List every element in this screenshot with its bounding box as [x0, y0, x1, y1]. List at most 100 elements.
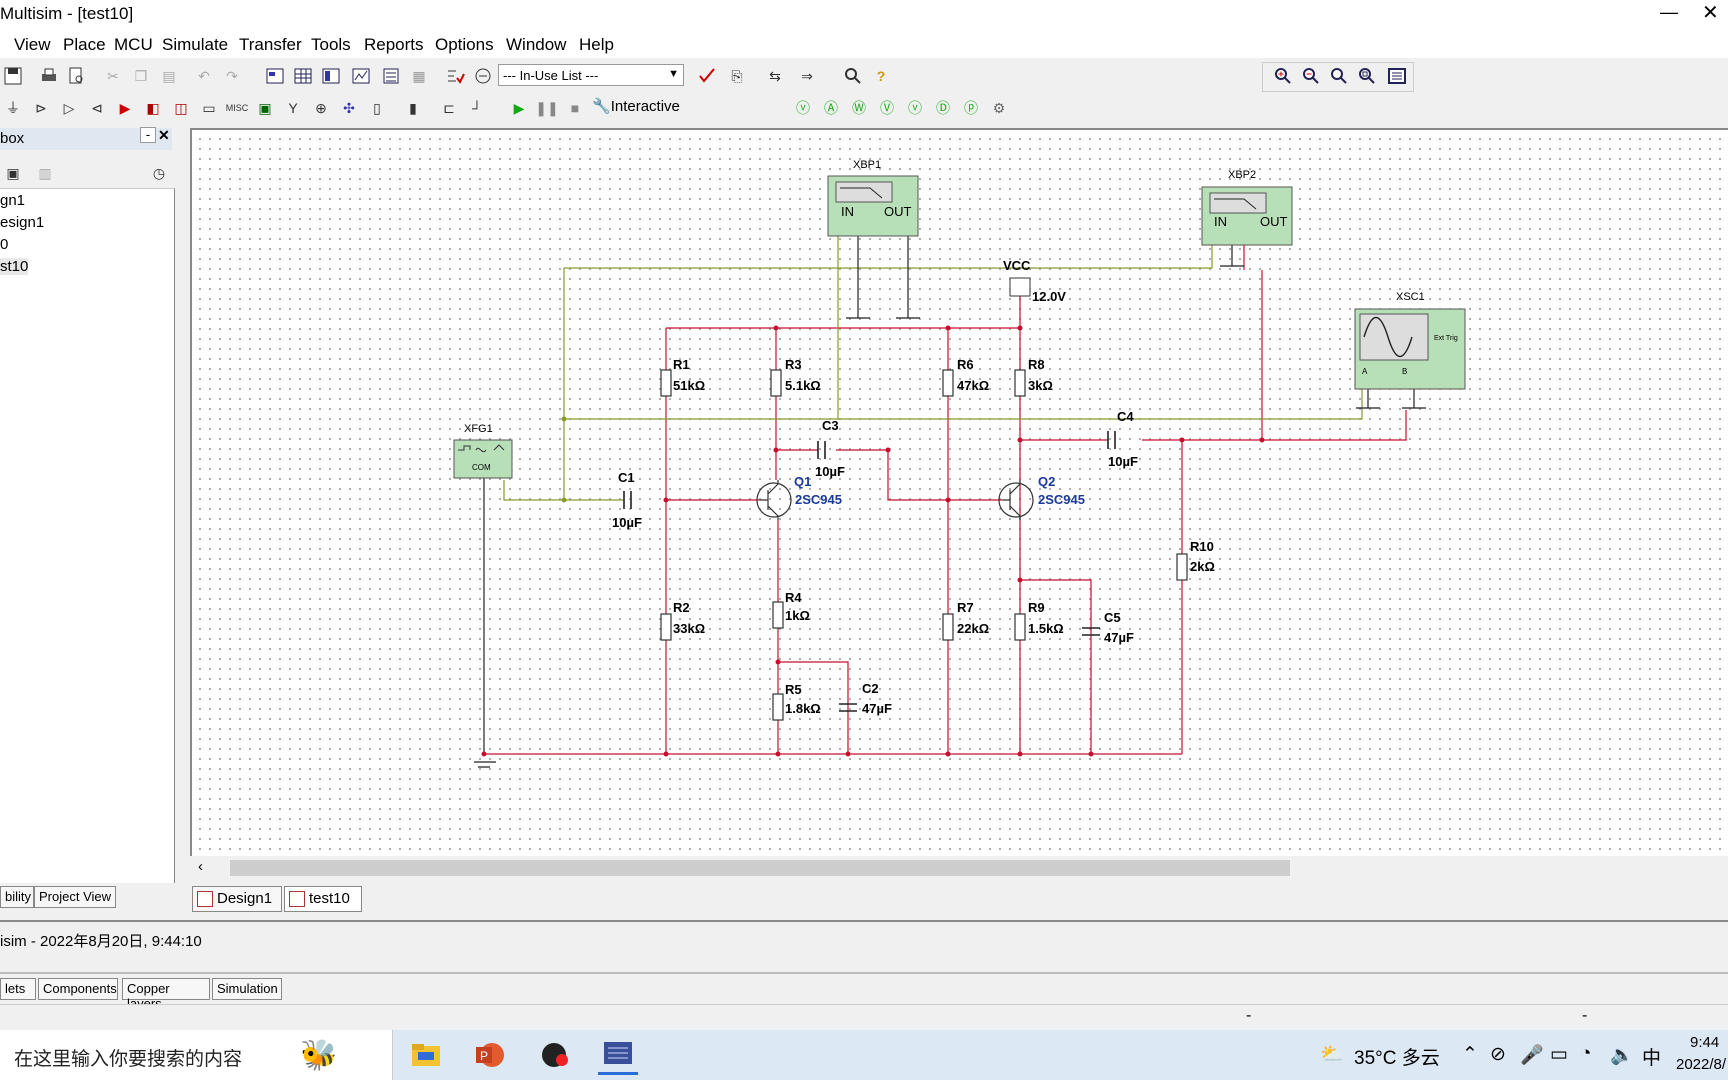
probe-diff-icon[interactable]: Ⓥ [880, 100, 894, 116]
postprocessor-icon[interactable] [380, 65, 402, 87]
probe-current-icon[interactable]: Ⓐ [824, 100, 838, 116]
in-use-list-dropdown[interactable]: --- In-Use List ---▼ [498, 64, 684, 86]
find-icon[interactable] [842, 65, 864, 87]
undo-icon[interactable]: ↶ [198, 67, 210, 84]
transfer-icon[interactable]: ⇒ [801, 67, 813, 84]
clock-time[interactable]: 9:44 [1690, 1034, 1720, 1051]
electrical-rules-icon[interactable] [444, 65, 466, 87]
indicator-icon[interactable]: ▣ [258, 99, 272, 116]
tab-project-view[interactable]: Project View [34, 886, 116, 908]
menu-place[interactable]: Place [63, 35, 106, 54]
tab-test10[interactable]: test10 [284, 886, 362, 912]
menu-file[interactable]: : [0, 35, 1, 55]
hierarchy-icon[interactable]: ◷ [152, 164, 166, 181]
probe-power-icon[interactable]: Ⓦ [852, 100, 866, 116]
rf-icon[interactable]: ⊕ [315, 99, 327, 116]
annotation-icon[interactable] [472, 65, 494, 87]
xbp1-instrument[interactable] [827, 175, 919, 237]
cmos-icon[interactable]: ◫ [174, 99, 188, 116]
transistor-icon[interactable]: ⊲ [91, 99, 103, 116]
basic-icon[interactable]: ⊳ [35, 99, 47, 116]
save-icon[interactable] [2, 65, 24, 87]
probe-voltage-icon[interactable]: ⓥ [796, 100, 810, 116]
schematic-canvas[interactable] [190, 128, 1728, 858]
menu-help[interactable]: Help [579, 35, 614, 54]
new-folder-icon[interactable]: ▣ [6, 164, 20, 181]
tab-nets[interactable]: lets [0, 978, 36, 1000]
zoom-out-icon[interactable] [1300, 65, 1322, 87]
close-button[interactable]: ✕ [1702, 2, 1719, 24]
delete-item-icon[interactable]: ▥ [38, 164, 52, 181]
menu-options[interactable]: Options [435, 35, 494, 54]
breadboard-icon[interactable]: ▦ [412, 67, 426, 84]
mcu-icon[interactable]: ▯ [373, 99, 381, 116]
tree-item-test10[interactable]: st10 [0, 258, 29, 275]
hierarchical-block-icon[interactable]: ⊏ [443, 99, 455, 116]
tab-visibility[interactable]: bility [0, 886, 34, 908]
gear-icon[interactable]: ⚙ [992, 99, 1006, 116]
help-icon[interactable]: ? [876, 68, 886, 84]
zoom-area-icon[interactable] [1328, 65, 1350, 87]
back-annotate-icon[interactable]: ⎘ [731, 67, 743, 84]
media-app-icon[interactable] [538, 1040, 574, 1070]
tab-simulation[interactable]: Simulation [212, 978, 282, 1000]
analog-icon[interactable]: ▶ [119, 99, 131, 116]
xsc1-instrument[interactable] [1354, 308, 1466, 390]
battery-icon[interactable]: ▭ [1550, 1044, 1568, 1065]
tab-components[interactable]: Components [38, 978, 118, 1000]
xbp2-instrument[interactable] [1201, 186, 1293, 246]
weather-text[interactable]: 35°C 多云 [1354, 1048, 1440, 1069]
pin-icon[interactable]: - [140, 127, 156, 143]
xfg1-instrument[interactable] [453, 439, 513, 479]
grapher-icon[interactable] [350, 65, 372, 87]
minimize-button[interactable]: — [1660, 2, 1678, 22]
interactive-mode-button[interactable]: 🔧Interactive [592, 97, 680, 115]
wifi-icon[interactable]: ◔ [1580, 1043, 1592, 1064]
taskbar-search[interactable]: 在这里输入你要搜索的内容 🐝 [0, 1030, 393, 1080]
probe-settings-icon[interactable]: ⓟ [964, 100, 978, 116]
spreadsheet-icon[interactable] [292, 65, 314, 87]
print-icon[interactable] [38, 65, 60, 87]
powerpoint-icon[interactable]: P [472, 1040, 508, 1070]
tab-copper-layers[interactable]: Copper layers [122, 978, 210, 1011]
splitter[interactable] [0, 972, 1728, 974]
zoom-fit-icon[interactable] [1356, 65, 1378, 87]
power-icon[interactable]: Y [288, 100, 298, 116]
ime-indicator[interactable]: 中 [1642, 1048, 1662, 1069]
menu-mcu[interactable]: MCU [114, 35, 153, 54]
show-hidden-icons-icon[interactable]: ⌃ [1462, 1044, 1478, 1065]
scrollbar-thumb[interactable] [230, 860, 1290, 876]
splitter[interactable] [0, 920, 1728, 922]
place-bus-icon[interactable]: ▮ [409, 99, 417, 116]
menu-simulate[interactable]: Simulate [162, 35, 229, 54]
menu-transfer[interactable]: Transfer [239, 35, 302, 54]
scroll-left-icon[interactable]: ‹ [198, 858, 203, 875]
tab-design1[interactable]: Design1 [192, 886, 282, 912]
erc-check-icon[interactable] [696, 65, 718, 87]
tree-item-0[interactable]: 0 [0, 236, 9, 253]
mixed-icon[interactable]: ▭ [202, 99, 216, 116]
clock-date[interactable]: 2022/8/ [1676, 1056, 1727, 1073]
print-preview-icon[interactable] [65, 65, 87, 87]
paste-icon[interactable]: ▤ [162, 67, 176, 84]
security-icon[interactable]: ⊘ [1490, 1044, 1506, 1065]
place-connector-icon[interactable]: ┘ [472, 100, 482, 116]
microphone-icon[interactable]: 🎤 [1520, 1045, 1544, 1066]
menu-window[interactable]: Window [506, 35, 567, 54]
ttl-icon[interactable]: ◧ [146, 99, 160, 116]
diode-icon[interactable]: ▷ [63, 99, 75, 116]
cut-icon[interactable]: ✂ [107, 67, 119, 84]
menu-reports[interactable]: Reports [364, 35, 424, 54]
probe-digital-icon[interactable]: Ⓓ [936, 100, 950, 116]
misc-icon[interactable]: MISC [225, 103, 249, 113]
source-icon[interactable]: ⏚ [6, 100, 20, 116]
electromech-icon[interactable]: ✣ [343, 99, 355, 116]
zoom-in-icon[interactable] [1272, 65, 1294, 87]
tree-item-design1-sub[interactable]: esign1 [0, 214, 45, 231]
forward-annotate-icon[interactable]: ⇆ [769, 67, 781, 84]
close-icon[interactable]: ✕ [158, 127, 170, 143]
file-explorer-icon[interactable] [408, 1040, 444, 1070]
stop-icon[interactable]: ■ [570, 100, 580, 116]
redo-icon[interactable]: ↷ [226, 67, 238, 84]
fullscreen-icon[interactable] [1386, 65, 1408, 87]
